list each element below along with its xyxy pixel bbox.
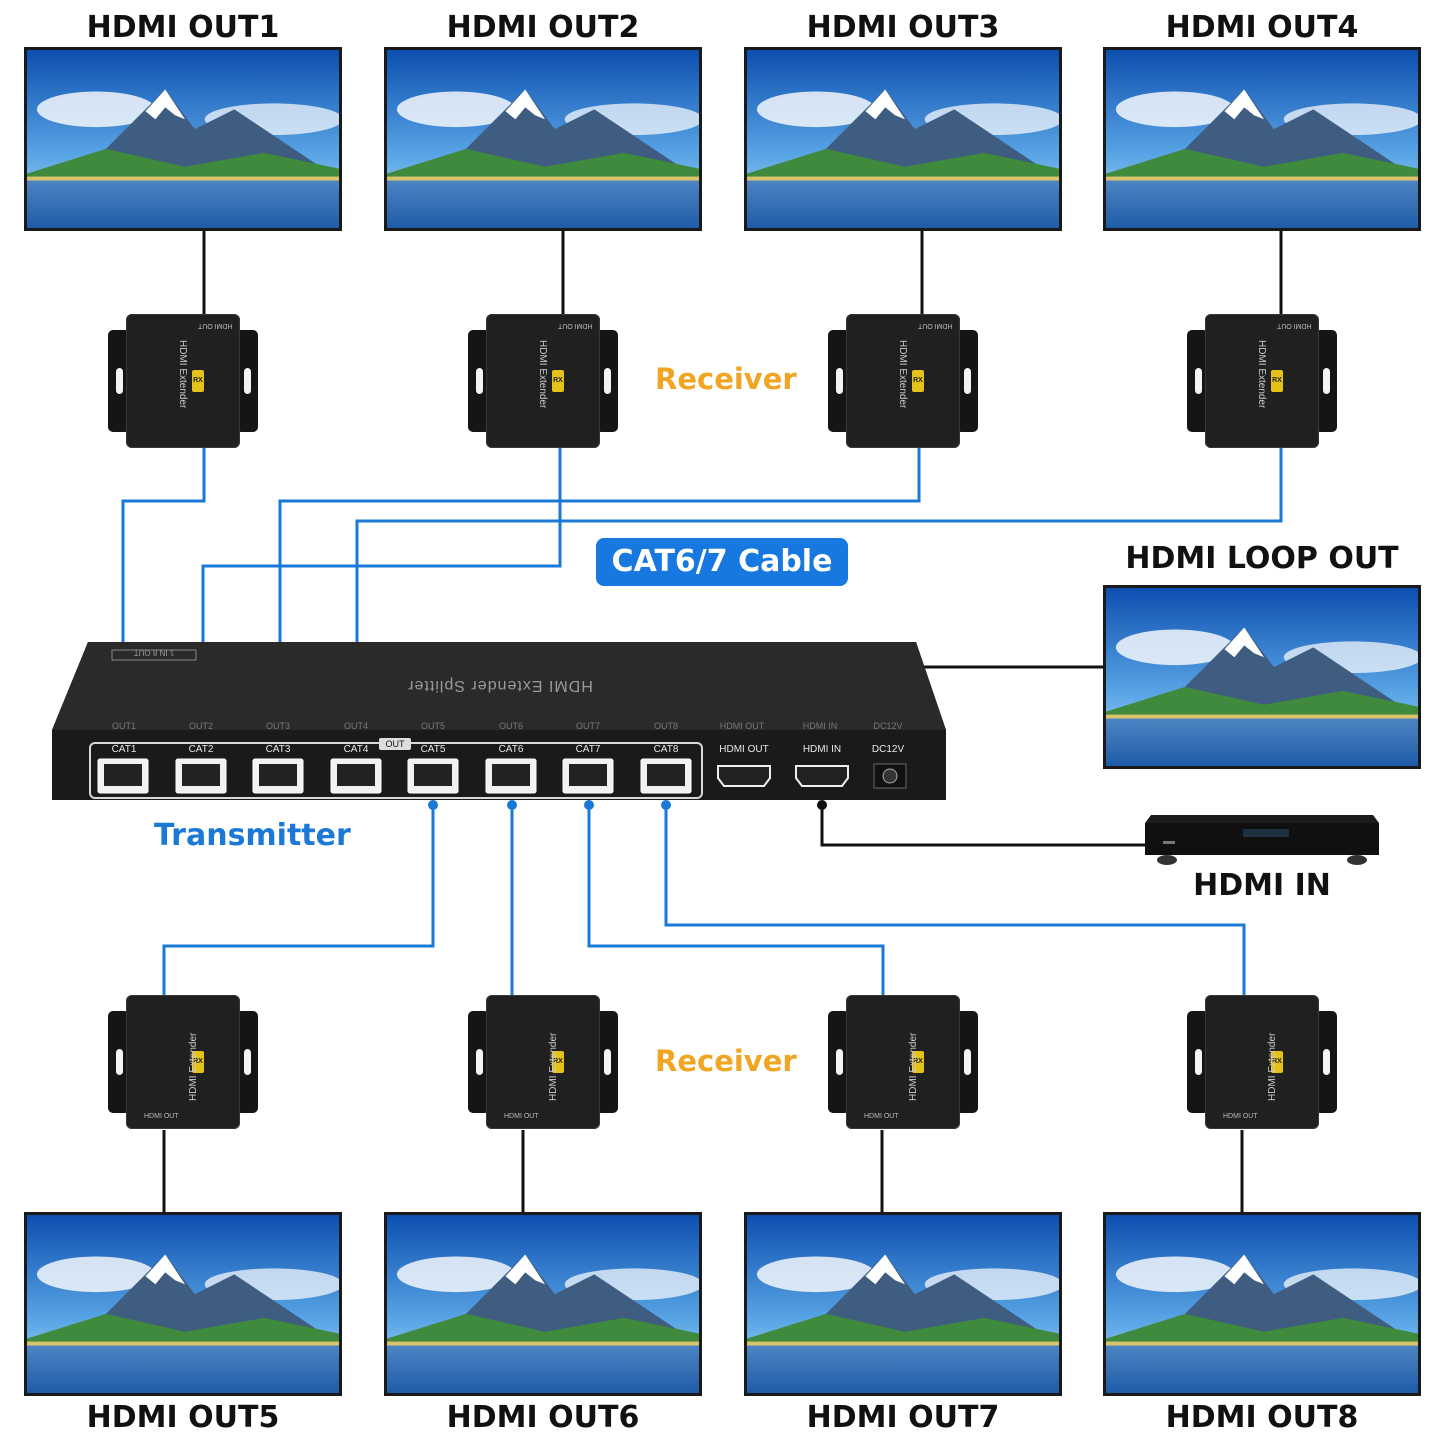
blu-ray-player [1145, 815, 1379, 865]
receiver-4: RX HDMI Extender HDMI OUT [1187, 314, 1337, 448]
port-label-cat2: CAT2 [188, 744, 214, 755]
receiver-port-out: HDMI OUT [918, 322, 953, 329]
receiver-name: HDMI Extender [548, 1032, 559, 1101]
cable-label: CAT6/7 Cable [596, 538, 848, 586]
receiver-3: RX HDMI Extender HDMI OUT [828, 314, 978, 448]
port-label-cat3: CAT3 [265, 744, 291, 755]
rx-badge: RX [552, 370, 564, 392]
receiver-port-out: HDMI OUT [1223, 1113, 1258, 1120]
receiver-2: RX HDMI Extender HDMI OUT [468, 314, 618, 448]
receiver-name: HDMI Extender [908, 1032, 919, 1101]
port-label-cat8: CAT8 [653, 744, 679, 755]
rx-badge: RX [552, 1051, 564, 1073]
hdmi-in-label: HDMI IN [1193, 868, 1331, 903]
transmitter-name: HDMI Extender Splitter [407, 677, 593, 694]
top-port-out4: OUT4 [343, 721, 368, 731]
receiver-name: HDMI Extender [1256, 340, 1267, 409]
receiver-port-out: HDMI OUT [504, 1113, 539, 1120]
receiver-name: HDMI Extender [897, 340, 908, 409]
receiver-6: RX HDMI Extender HDMI OUT [468, 995, 618, 1129]
port-label-hdmi-in: HDMI IN [802, 744, 842, 755]
receiver-port-out: HDMI OUT [558, 322, 593, 329]
rx-badge: RX [192, 1051, 204, 1073]
receiver-name: HDMI Extender [537, 340, 548, 409]
receiver-port-out: HDMI OUT [1277, 322, 1312, 329]
output-label-8: HDMI OUT8 [1165, 1400, 1359, 1435]
top-port-out1: OUT1 [111, 721, 136, 731]
receiver-1: RX HDMI Extender HDMI OUT [108, 314, 258, 448]
receiver-7: RX HDMI Extender HDMI OUT [828, 995, 978, 1129]
receiver-name: HDMI Extender [188, 1032, 199, 1101]
display-out6 [384, 1212, 702, 1396]
rx-badge: RX [1271, 1051, 1283, 1073]
top-port-out6: OUT6 [498, 721, 523, 731]
transmitter-model: 1 IN 8 OUT [133, 648, 175, 657]
display-loop-out [1103, 585, 1421, 769]
port-label-cat7: CAT7 [575, 744, 601, 755]
loop-out-label: HDMI LOOP OUT [1125, 541, 1399, 576]
rx-badge: RX [912, 370, 924, 392]
output-label-3: HDMI OUT3 [806, 10, 1000, 45]
display-out3 [744, 47, 1062, 231]
top-port-out3: OUT3 [265, 721, 290, 731]
output-label-7: HDMI OUT7 [806, 1400, 1000, 1435]
port-label-cat4: CAT4 [343, 744, 369, 755]
receiver-label-top: Receiver [655, 362, 797, 396]
top-port-out7: OUT7 [575, 721, 600, 731]
receiver-port-out: HDMI OUT [198, 322, 233, 329]
transmitter-label: Transmitter [154, 818, 351, 853]
output-label-1: HDMI OUT1 [86, 10, 280, 45]
out-badge: OUT [379, 738, 411, 750]
display-out4 [1103, 47, 1421, 231]
rj45-ports [97, 758, 692, 794]
top-port-out2: OUT2 [188, 721, 213, 731]
display-out8 [1103, 1212, 1421, 1396]
port-label-dc12v: DC12V [871, 744, 905, 755]
receiver-port-out: HDMI OUT [144, 1113, 179, 1120]
output-label-4: HDMI OUT4 [1165, 10, 1359, 45]
display-out1 [24, 47, 342, 231]
hdmi-ports [717, 763, 907, 789]
port-label-cat5: CAT5 [420, 744, 446, 755]
top-port-out8: OUT8 [653, 721, 678, 731]
output-label-6: HDMI OUT6 [446, 1400, 640, 1435]
top-port-hdmi-in: HDMI IN [802, 721, 838, 731]
port-label-hdmi-out: HDMI OUT [719, 744, 769, 755]
display-out5 [24, 1212, 342, 1396]
display-out7 [744, 1212, 1062, 1396]
output-label-2: HDMI OUT2 [446, 10, 640, 45]
receiver-8: RX HDMI Extender HDMI OUT [1187, 995, 1337, 1129]
top-port-hdmi-out: HDMI OUT [719, 721, 765, 731]
top-port-dc12v: DC12V [873, 721, 903, 731]
receiver-port-out: HDMI OUT [864, 1113, 899, 1120]
receiver-name: HDMI Extender [1267, 1032, 1278, 1101]
receiver-label-bottom: Receiver [655, 1044, 797, 1078]
output-label-5: HDMI OUT5 [86, 1400, 280, 1435]
receiver-5: RX HDMI Extender HDMI OUT [108, 995, 258, 1129]
rx-badge: RX [1271, 370, 1283, 392]
display-out2 [384, 47, 702, 231]
receiver-name: HDMI Extender [177, 340, 188, 409]
port-label-cat1: CAT1 [111, 744, 137, 755]
top-port-out5: OUT5 [420, 721, 445, 731]
rx-badge: RX [912, 1051, 924, 1073]
rx-badge: RX [192, 370, 204, 392]
port-label-cat6: CAT6 [498, 744, 524, 755]
